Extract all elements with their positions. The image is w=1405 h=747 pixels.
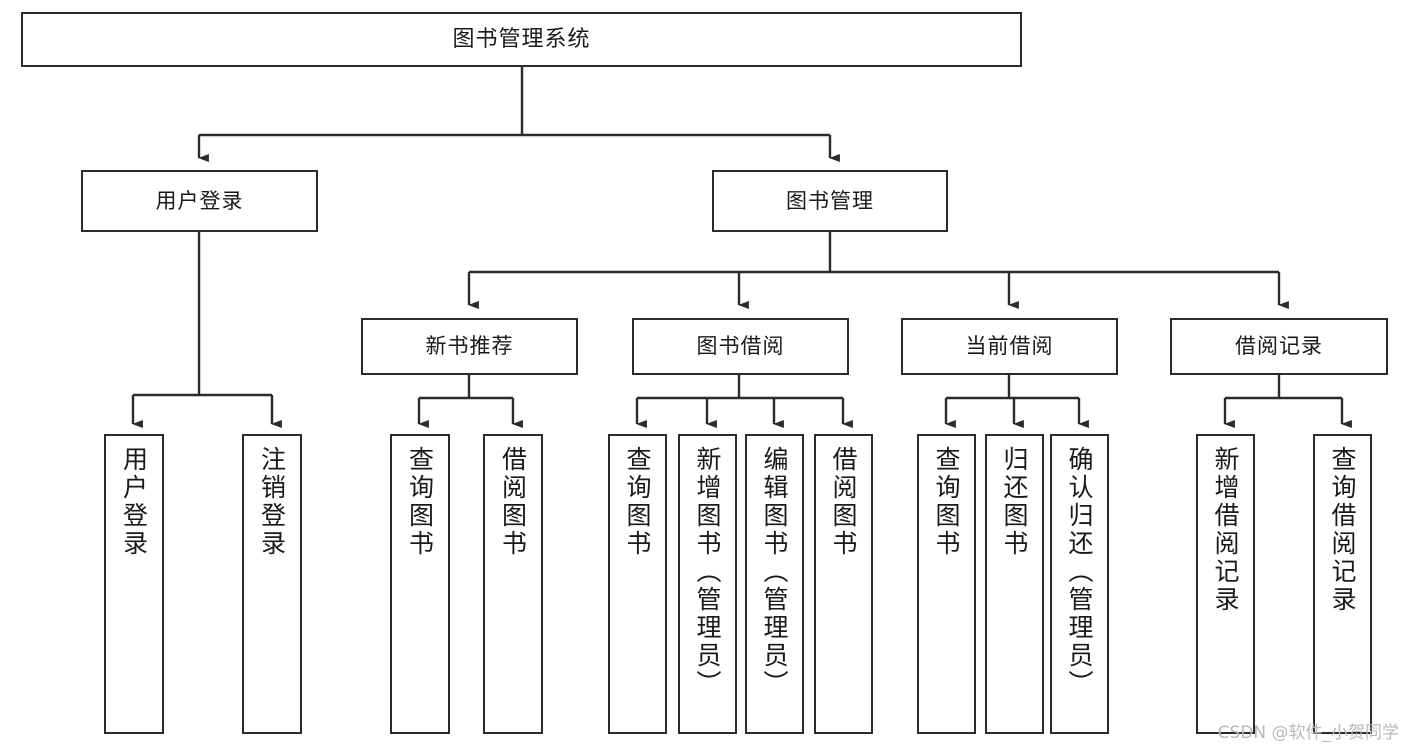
node-new-book-rec-label: 新书推荐: [425, 334, 514, 359]
node-leaf-logout[interactable]: 注销登录: [242, 434, 302, 734]
node-leaf-return-book-label: 归还图书: [1000, 446, 1029, 558]
node-root-label: 图书管理系统: [452, 26, 591, 52]
node-leaf-edit-book[interactable]: 编辑图书（管理员）: [745, 434, 804, 734]
node-leaf-borrow-book-1[interactable]: 借阅图书: [483, 434, 543, 734]
node-book-manage-label: 图书管理: [786, 188, 874, 213]
node-leaf-confirm-return[interactable]: 确认归还（管理员）: [1050, 434, 1109, 734]
node-leaf-add-record[interactable]: 新增借阅记录: [1196, 434, 1255, 734]
node-leaf-borrow-book-1-label: 借阅图书: [498, 446, 528, 558]
node-borrow-record[interactable]: 借阅记录: [1170, 318, 1388, 375]
node-user-login[interactable]: 用户登录: [81, 170, 318, 232]
node-book-borrow-label: 图书借阅: [696, 334, 785, 359]
node-root[interactable]: 图书管理系统: [21, 12, 1022, 67]
node-new-book-rec[interactable]: 新书推荐: [361, 318, 578, 375]
node-leaf-logout-label: 注销登录: [257, 446, 287, 558]
node-leaf-query-book-1-label: 查询图书: [405, 446, 435, 558]
watermark-text: CSDN @软件_小贺同学: [1217, 723, 1399, 743]
node-leaf-query-record-label: 查询借阅记录: [1328, 446, 1357, 614]
node-current-borrow-label: 当前借阅: [965, 334, 1054, 359]
node-leaf-user-login[interactable]: 用户登录: [104, 434, 164, 734]
node-leaf-query-book-2-label: 查询图书: [623, 446, 652, 558]
node-user-login-label: 用户登录: [155, 188, 244, 213]
node-leaf-query-book-2[interactable]: 查询图书: [608, 434, 667, 734]
node-leaf-borrow-book-2[interactable]: 借阅图书: [814, 434, 873, 734]
node-borrow-record-label: 借阅记录: [1235, 334, 1323, 359]
node-leaf-query-book-3-label: 查询图书: [932, 446, 961, 558]
node-leaf-return-book[interactable]: 归还图书: [985, 434, 1044, 734]
node-leaf-user-login-label: 用户登录: [119, 446, 149, 558]
node-leaf-add-book[interactable]: 新增图书（管理员）: [678, 434, 737, 734]
node-current-borrow[interactable]: 当前借阅: [901, 318, 1118, 375]
node-leaf-query-record[interactable]: 查询借阅记录: [1313, 434, 1372, 734]
node-leaf-add-book-label: 新增图书（管理员）: [693, 446, 722, 698]
node-leaf-edit-book-label: 编辑图书（管理员）: [760, 446, 789, 698]
node-leaf-confirm-return-label: 确认归还（管理员）: [1065, 446, 1094, 698]
node-leaf-query-book-1[interactable]: 查询图书: [390, 434, 450, 734]
node-book-manage[interactable]: 图书管理: [712, 170, 948, 232]
node-book-borrow[interactable]: 图书借阅: [632, 318, 849, 375]
node-leaf-add-record-label: 新增借阅记录: [1211, 446, 1240, 614]
node-leaf-borrow-book-2-label: 借阅图书: [829, 446, 858, 558]
node-leaf-query-book-3[interactable]: 查询图书: [917, 434, 976, 734]
